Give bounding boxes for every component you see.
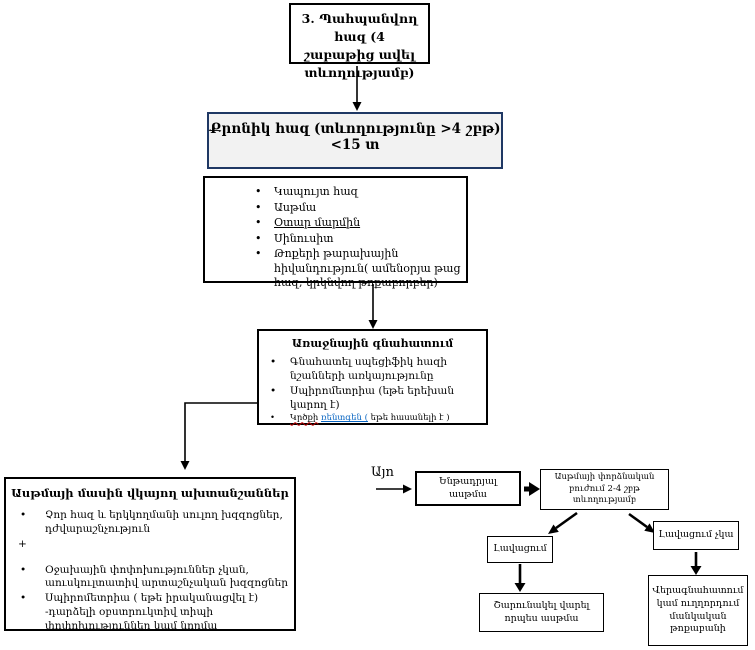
- hyperlink-word[interactable]: ռենտգեն (: [321, 413, 368, 424]
- list-item-text: Չոր հազ և երկկողմանի սուլող խզզոցներ, դժ…: [45, 509, 283, 535]
- primary-assessment-list: Գնահատել սպեցիֆիկ հազի նշանների առկայութ…: [259, 356, 486, 425]
- yes-branch-label: Այո: [371, 465, 394, 480]
- list-item: Սինուսիտ: [205, 232, 466, 247]
- list-item-text: Գնահատել սպեցիֆիկ հազի նշանների առկայութ…: [290, 356, 448, 382]
- primary-assessment-title: Առաջնային գնահատում: [291, 337, 454, 350]
- continue-as-asthma-text: Շարունակել վարել որպես ասթմա: [493, 599, 590, 624]
- continue-as-asthma-box: Շարունակել վարել որպես ասթմա: [479, 593, 604, 632]
- differential-list: Կապույտ հազ Ասթմա Օտար մարմին Սինուսիտ Թ…: [205, 185, 466, 291]
- list-item-text: Սպիրոմետրիա ( եթե իրականացվել է) -դարձել…: [45, 592, 259, 633]
- arrow-down-icon: [368, 284, 378, 329]
- suspected-asthma-box: Ենթադրյալ ասթմա: [415, 471, 521, 506]
- arrow-down-icon: [514, 564, 526, 592]
- list-item: Կրծքի ռենտգեն ( եթե հասանելի է ): [259, 413, 486, 424]
- differential-diagnosis-box: Կապույտ հազ Ասթմա Օտար մարմին Սինուսիտ Թ…: [203, 176, 468, 289]
- arrow-right-thick-icon: [524, 482, 540, 496]
- list-item: Ասթմա: [205, 201, 466, 216]
- chronic-cough-text: Քրոնիկ հազ (տևողությունը >4 շբթ) <15 տ: [209, 121, 501, 153]
- list-item-text: Ասթմա: [274, 200, 317, 214]
- arrow-diagonal-right-icon: [628, 512, 655, 533]
- list-item-text: եթե հասանելի է ): [370, 413, 450, 424]
- trial-treatment-text: Ասթմայի փորձնական բուժում 2-4 շբթ տևողու…: [554, 471, 655, 506]
- asthma-signs-title: Ասթմայի մասին վկայող ախտանշաններ: [11, 486, 289, 500]
- chronic-cough-box: Քրոնիկ հազ (տևողությունը >4 շբթ) <15 տ: [207, 112, 503, 169]
- arrow-diagonal-left-icon: [548, 511, 578, 534]
- reassess-or-refer-text: Վերագնահատում կամ ուղղորդում մանկական թո…: [652, 584, 744, 635]
- arrow-down-icon: [690, 552, 702, 575]
- arrow-right-icon: [376, 484, 412, 494]
- list-item-text: Սինուսիտ: [274, 231, 334, 245]
- list-item-text: Թոքերի թարախային հիվանդություն( ամենօրյա…: [274, 247, 461, 290]
- improvement-box: Լավացում: [487, 536, 553, 563]
- list-item: Սպիրոմետրիա ( եթե իրականացվել է) -դարձել…: [6, 592, 294, 634]
- reassess-or-refer-box: Վերագնահատում կամ ուղղորդում մանկական թո…: [648, 575, 748, 646]
- list-item-text: Օտար մարմին: [274, 216, 361, 230]
- list-item: Օջախային փոփոխություններ չկան, աուսկուլտ…: [6, 564, 294, 592]
- list-item: Կապույտ հազ: [205, 185, 466, 200]
- no-improvement-text: Լավացում չկա: [658, 529, 734, 541]
- elbow-arrow-icon: [180, 402, 257, 470]
- no-improvement-box: Լավացում չկա: [653, 521, 739, 550]
- suspected-asthma-text: Ենթադրյալ ասթմա: [439, 475, 497, 500]
- primary-assessment-box: Առաջնային գնահատում Գնահատել սպեցիֆիկ հա…: [257, 329, 488, 425]
- asthma-signs-box: Ասթմայի մասին վկայող ախտանշաններ Չոր հազ…: [4, 477, 296, 634]
- list-item: Սպիրոմետրիա (եթե երեխան կարող է): [259, 385, 486, 413]
- misspelled-word: Կրծքի: [290, 413, 319, 424]
- list-item-text: Օջախային փոփոխություններ չկան, աուսկուլտ…: [45, 563, 288, 590]
- plus-row: +: [6, 538, 294, 552]
- persistent-cough-box: 3. Պահպանվող հազ (4 շաբաթից ավել տևողութ…: [289, 3, 430, 80]
- list-item: Թոքերի թարախային հիվանդություն( ամենօրյա…: [205, 247, 466, 291]
- list-item: Գնահատել սպեցիֆիկ հազի նշանների առկայութ…: [259, 356, 486, 384]
- improvement-text: Լավացում: [493, 543, 547, 555]
- list-item-text: Սպիրոմետրիա (եթե երեխան կարող է): [290, 384, 455, 411]
- list-item: Օտար մարմին: [205, 216, 466, 231]
- asthma-signs-list: Չոր հազ և երկկողմանի սուլող խզզոցներ, դժ…: [6, 509, 294, 634]
- plus-sign: +: [18, 537, 27, 550]
- trial-treatment-box: Ասթմայի փորձնական բուժում 2-4 շբթ տևողու…: [540, 469, 669, 510]
- persistent-cough-text: 3. Պահպանվող հազ (4 շաբաթից ավել տևողութ…: [301, 11, 418, 81]
- list-item-text: Կապույտ հազ: [274, 185, 359, 198]
- list-item: Չոր հազ և երկկողմանի սուլող խզզոցներ, դժ…: [6, 509, 294, 537]
